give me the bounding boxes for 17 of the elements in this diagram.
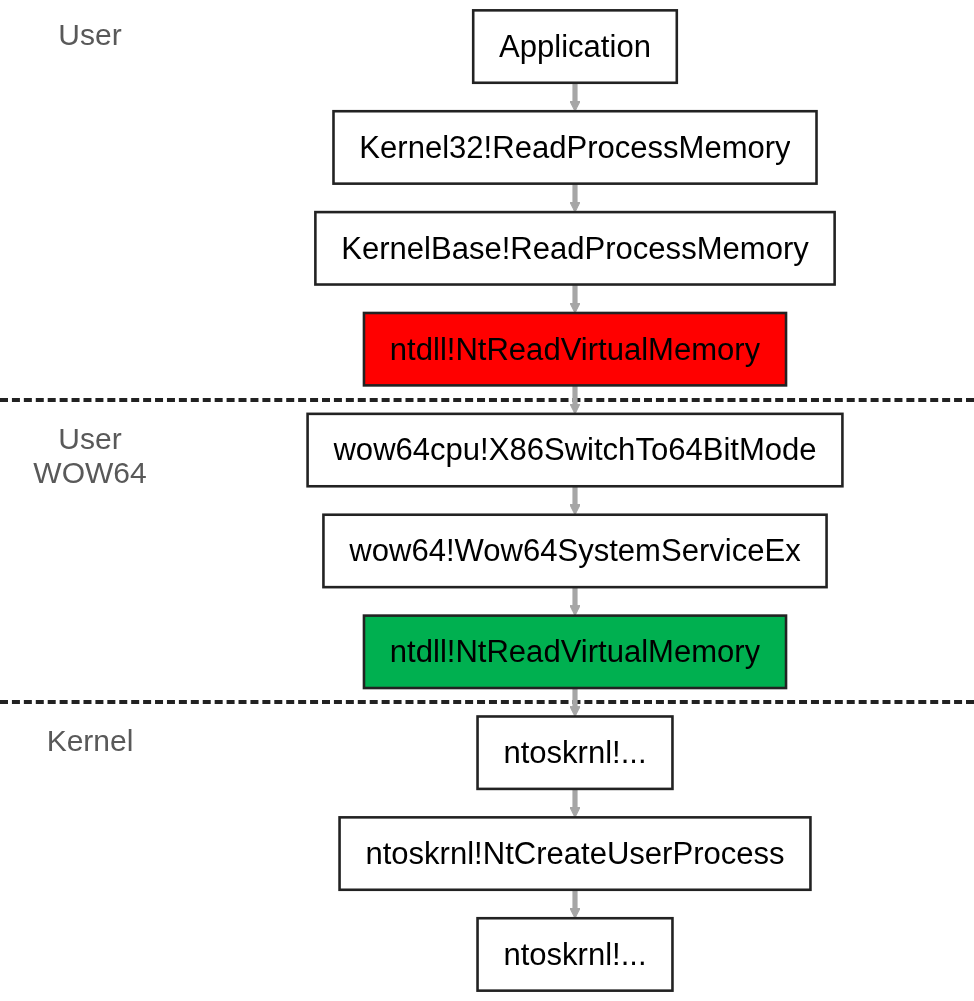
layer-label: User WOW64 [32, 421, 148, 490]
node-box: ntdll!NtReadVirtualMemory [362, 311, 788, 387]
layer-label: Kernel [45, 724, 135, 759]
node-box: Application [471, 9, 679, 85]
arrow [569, 82, 581, 112]
arrow [569, 889, 581, 919]
node-box: ntoskrnl!... [476, 715, 674, 791]
layer-label: User [57, 18, 123, 53]
arrow [569, 788, 581, 818]
node-box: Kernel32!ReadProcessMemory [332, 109, 818, 185]
arrow [569, 183, 581, 213]
node-box: ntoskrnl!NtCreateUserProcess [338, 816, 812, 892]
node-box: wow64cpu!X86SwitchTo64BitMode [306, 412, 844, 488]
node-box: wow64!Wow64SystemServiceEx [322, 513, 828, 589]
node-box: ntdll!NtReadVirtualMemory [362, 614, 788, 690]
node-box: ntoskrnl!... [476, 916, 674, 992]
node-box: KernelBase!ReadProcessMemory [314, 210, 836, 286]
